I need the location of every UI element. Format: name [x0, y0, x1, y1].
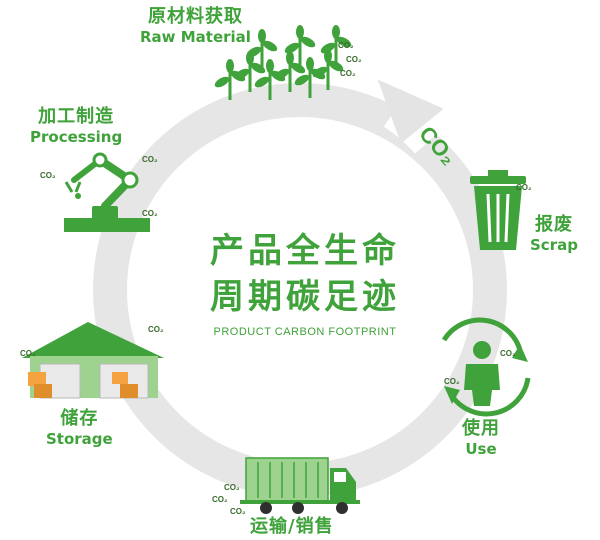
co2-tag: CO₂ — [340, 69, 356, 78]
co2-tag: CO₂ — [346, 55, 362, 64]
transport-zh: 运输/销售 — [250, 516, 334, 537]
recycle-person-icon — [441, 317, 531, 417]
scrap-zh: 报废 — [534, 214, 573, 235]
truck-icon — [240, 457, 360, 514]
stage-raw-material: 原材料获取 Raw Material — [140, 6, 251, 46]
co2-tag: CO₂ — [20, 349, 36, 358]
raw-material-zh: 原材料获取 — [147, 6, 243, 27]
center-title-line1: 产品全生命 — [210, 231, 400, 271]
scrap-en: Scrap — [530, 235, 578, 254]
co2-tag: CO₂ — [500, 349, 516, 358]
co2-tag: CO₂ — [230, 507, 246, 516]
stage-transport: 运输/销售 — [250, 516, 334, 538]
trash-bin-icon — [470, 170, 526, 250]
co2-tag: CO₂ — [516, 183, 532, 192]
co2-tag: CO₂ — [212, 495, 228, 504]
center-subtitle: PRODUCT CARBON FOOTPRINT — [213, 326, 397, 338]
center-title-line2: 周期碳足迹 — [210, 277, 400, 317]
storage-zh: 储存 — [60, 408, 99, 429]
use-zh: 使用 — [462, 418, 500, 439]
robot-arm-icon — [64, 152, 150, 232]
warehouse-icon — [22, 322, 164, 399]
processing-zh: 加工制造 — [38, 106, 115, 127]
co2-tag: CO₂ — [148, 325, 164, 334]
co2-tag: CO₂ — [338, 41, 354, 50]
center-title: 产品全生命 周期碳足迹 PRODUCT CARBON FOOTPRINT — [160, 228, 450, 338]
stage-scrap: 报废 Scrap — [530, 214, 578, 254]
co2-tag: CO₂ — [142, 155, 158, 164]
storage-en: Storage — [46, 429, 113, 448]
stage-processing: 加工制造 Processing — [30, 106, 122, 146]
raw-material-en: Raw Material — [140, 27, 251, 46]
co2-tag: CO₂ — [224, 483, 240, 492]
cycle-arrowhead — [377, 79, 444, 144]
stage-storage: 储存 Storage — [46, 408, 113, 448]
co2-tag: CO₂ — [142, 209, 158, 218]
processing-en: Processing — [30, 127, 123, 146]
use-en: Use — [465, 439, 497, 458]
stage-use: 使用 Use — [462, 418, 500, 458]
co2-tag: CO₂ — [40, 171, 56, 180]
co2-tag: CO₂ — [444, 377, 460, 386]
